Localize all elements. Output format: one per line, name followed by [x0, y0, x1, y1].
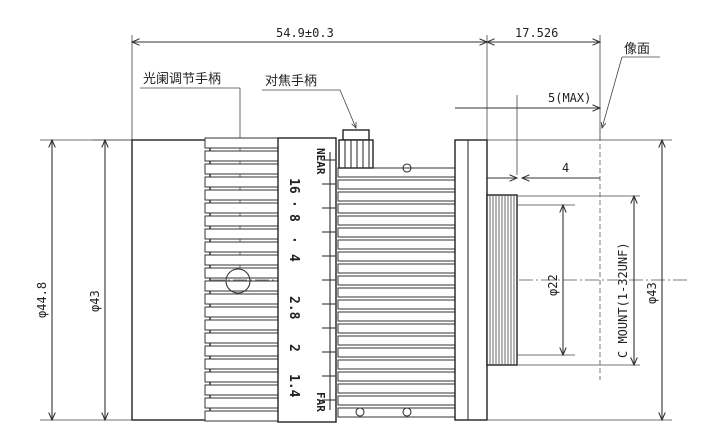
knurl-rib — [204, 332, 279, 344]
knurl-rib — [204, 189, 279, 201]
label-image-plane: 像面 — [624, 42, 650, 57]
knurl-rib — [204, 384, 279, 396]
focus-lock-knob — [338, 129, 374, 169]
knurl-rib — [337, 311, 456, 322]
knurl-rib — [204, 293, 279, 305]
knurl-rib — [337, 335, 456, 346]
knurl-rib — [204, 345, 279, 357]
knurl-rib — [204, 163, 279, 175]
knurl-rib — [337, 371, 456, 382]
aperture-value: 2.8 — [286, 296, 301, 320]
knurl-rib — [204, 176, 279, 188]
iris-ring — [204, 137, 279, 422]
aperture-value: 4 — [286, 254, 301, 262]
knurl-rib — [337, 275, 456, 286]
aperture-value: 2 — [286, 344, 301, 352]
knurl-rib — [204, 228, 279, 240]
label-iris-ring: 光阑调节手柄 — [143, 72, 221, 87]
knurl-rib — [337, 251, 456, 262]
knurl-rib — [204, 254, 279, 266]
aperture-scale: 16 · 8 · 4 2.8 2 1.4 — [286, 178, 301, 398]
focus-far-label: FAR — [314, 392, 327, 412]
dim-right-dia: φ43 — [645, 282, 659, 304]
knurl-rib — [337, 263, 456, 274]
aperture-value: 8 — [286, 214, 301, 222]
dim-flange: 17.526 — [515, 26, 558, 40]
knurl-rib — [204, 397, 279, 409]
knurl-rib — [204, 241, 279, 253]
focus-near-label: NEAR — [314, 148, 327, 175]
label-focus-ring: 对焦手柄 — [265, 74, 317, 89]
knurl-rib — [204, 371, 279, 383]
dim-length: 54.9±0.3 — [276, 26, 334, 40]
knurl-rib — [337, 227, 456, 238]
knurl-rib — [204, 215, 279, 227]
knurl-rib — [337, 179, 456, 190]
aperture-dot: · — [286, 200, 301, 208]
knurl-rib — [204, 202, 279, 214]
focus-ring — [337, 167, 456, 418]
knurl-rib — [204, 358, 279, 370]
knurl-rib — [204, 137, 279, 149]
scale-ticks — [322, 159, 336, 401]
knurl-rib — [204, 306, 279, 318]
dim-mount-dia: φ22 — [546, 274, 560, 296]
aperture-value: 16 — [286, 178, 301, 194]
knurl-rib — [337, 299, 456, 310]
knurl-rib — [204, 319, 279, 331]
knurl-rib — [337, 167, 456, 178]
dim-thread: 4 — [562, 161, 569, 175]
knurl-rib — [337, 347, 456, 358]
aperture-value: 1.4 — [286, 374, 301, 398]
knurl-rib — [337, 287, 456, 298]
aperture-dot: · — [286, 236, 301, 244]
knurl-rib — [204, 150, 279, 162]
knurl-rib — [337, 383, 456, 394]
dim-max: 5(MAX) — [548, 91, 591, 105]
knurl-rib — [337, 191, 456, 202]
knurl-rib — [337, 203, 456, 214]
c-mount-thread — [489, 195, 515, 365]
knurl-rib — [204, 280, 279, 292]
knurl-rib — [204, 410, 279, 422]
knurl-rib — [337, 395, 456, 406]
knurl-rib — [337, 359, 456, 370]
dim-outer-dia: φ44.8 — [35, 282, 49, 318]
knurl-rib — [337, 215, 456, 226]
knurl-rib — [337, 239, 456, 250]
dim-body-dia: φ43 — [88, 290, 102, 312]
dim-mount-thread: C MOUNT(1-32UNF) — [616, 242, 630, 358]
knurl-rib — [337, 323, 456, 334]
